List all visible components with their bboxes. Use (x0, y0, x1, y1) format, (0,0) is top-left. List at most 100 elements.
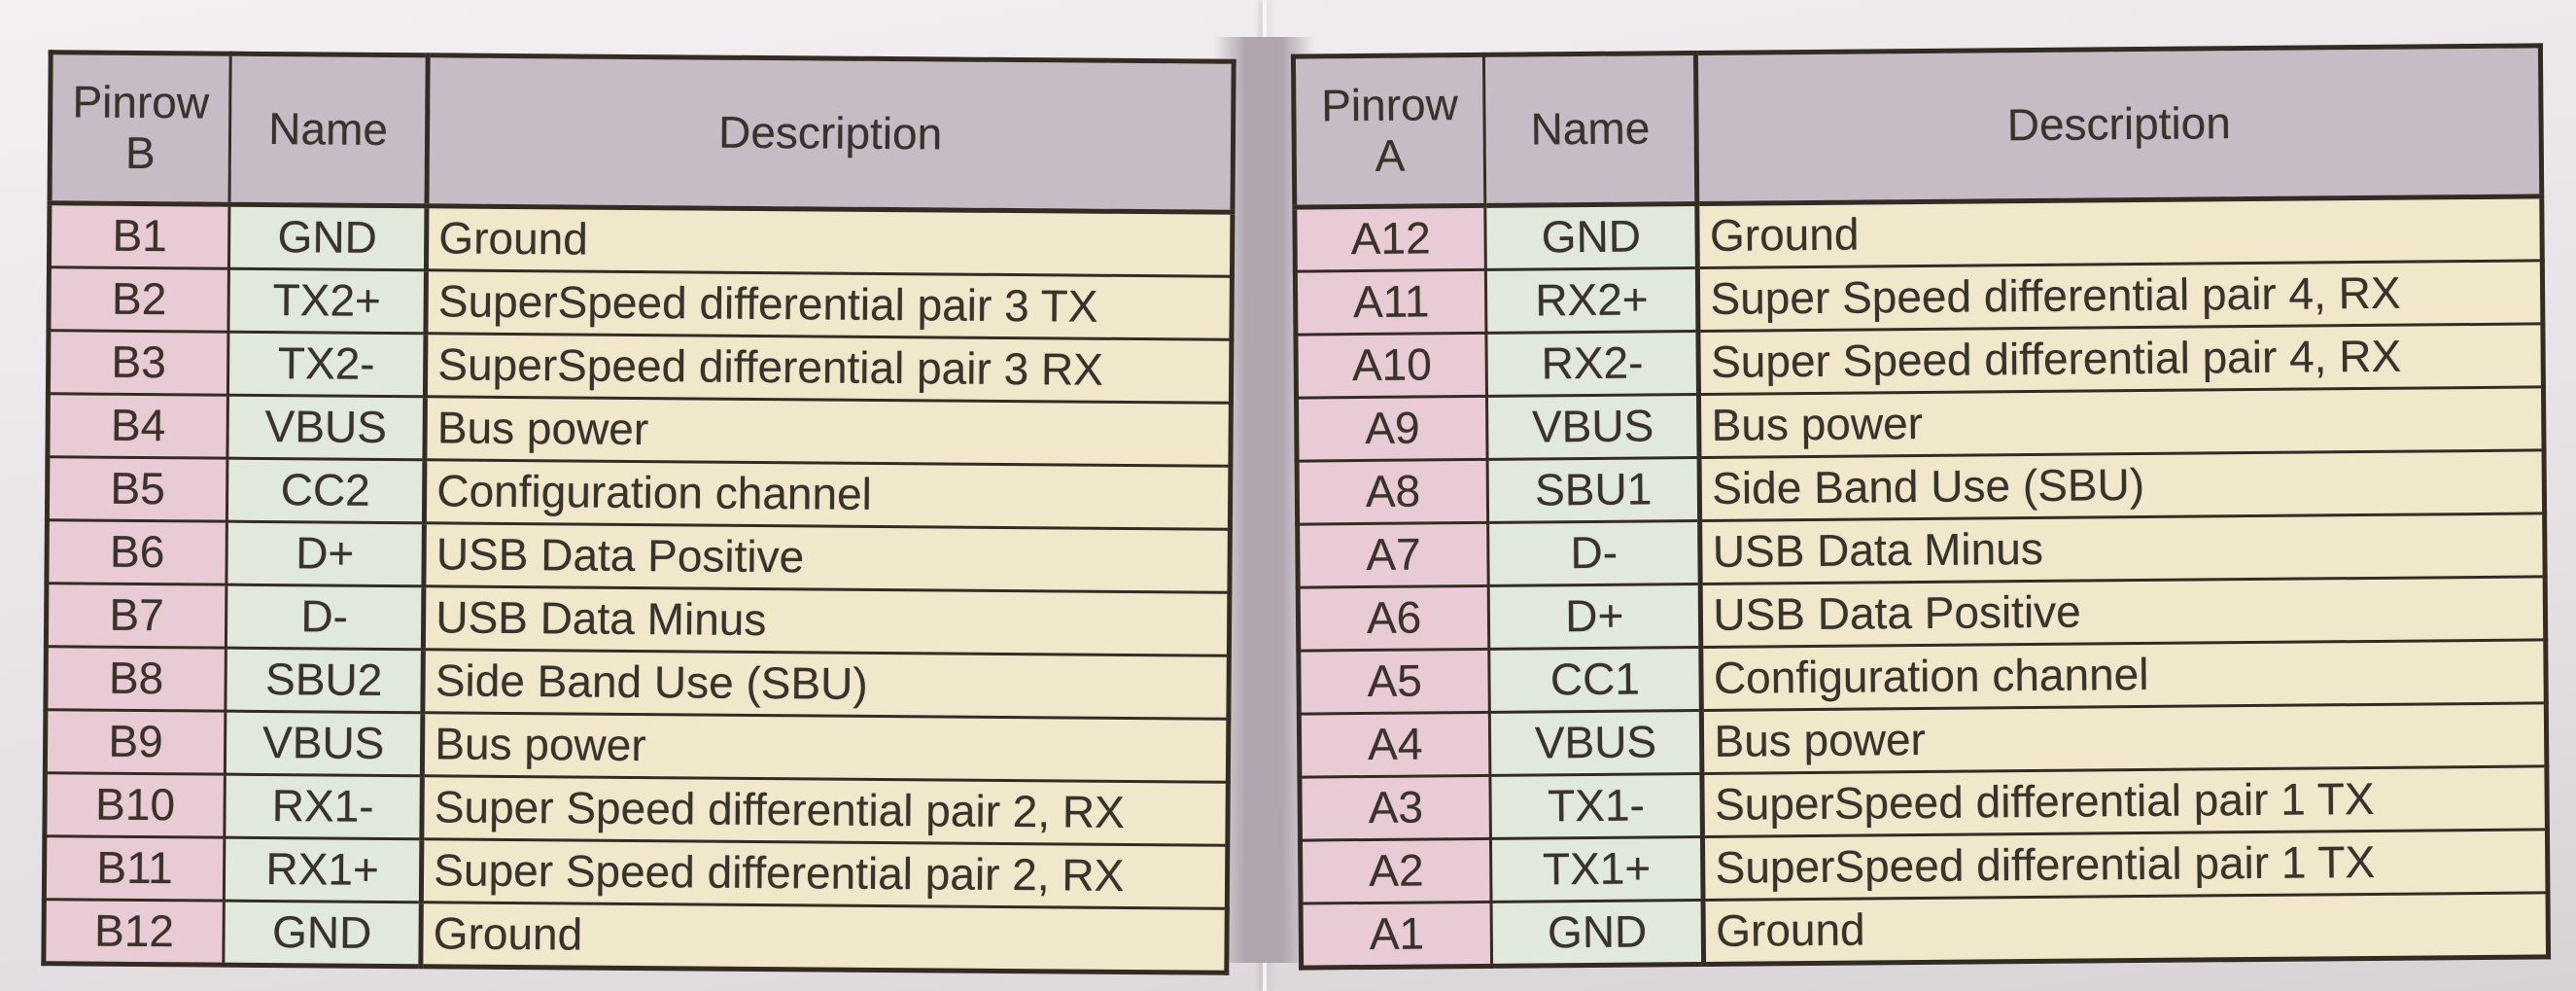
name-cell: D+ (1488, 584, 1702, 650)
description-header: Description (1695, 45, 2542, 204)
pin-cell: B7 (46, 583, 226, 649)
pin-cell: A2 (1300, 838, 1492, 904)
pin-cell: A4 (1299, 712, 1491, 778)
name-cell: D+ (226, 521, 425, 586)
pin-cell: A12 (1294, 205, 1486, 272)
pin-cell: A10 (1295, 333, 1487, 399)
description-cell: Super Speed differential pair 2, RX (421, 838, 1228, 909)
header-row: Pinrow B Name Description (49, 52, 1235, 213)
description-cell: SuperSpeed differential pair 3 RX (425, 333, 1232, 404)
name-cell: RX2+ (1485, 267, 1699, 334)
name-cell: TX2+ (227, 268, 427, 334)
description-cell: Bus power (1701, 702, 2547, 774)
name-cell: TX1+ (1490, 836, 1704, 903)
description-cell: Side Band Use (SBU) (1699, 449, 2545, 521)
name-cell: GND (1491, 900, 1705, 967)
pinrow-a-header: Pinrow A (1293, 54, 1486, 208)
description-header: Description (427, 54, 1235, 213)
description-cell: Ground (426, 205, 1233, 277)
pin-cell: B11 (44, 835, 225, 902)
name-cell: VBUS (225, 711, 424, 776)
pin-cell: B9 (45, 709, 226, 775)
pin-cell: A9 (1296, 396, 1488, 462)
pin-cell: B3 (48, 330, 228, 396)
name-cell: SBU1 (1487, 457, 1701, 523)
name-cell: TX1- (1490, 773, 1703, 839)
name-cell: GND (1485, 203, 1698, 270)
description-cell: Bus power (425, 396, 1232, 467)
description-cell: Super Speed differential pair 4, RX (1697, 260, 2543, 332)
header-row: Pinrow A Name Description (1293, 45, 2542, 208)
description-cell: Ground (1703, 892, 2549, 965)
description-cell: Bus power (422, 712, 1229, 783)
name-cell: TX2- (227, 332, 427, 397)
description-cell: USB Data Positive (424, 522, 1231, 593)
description-cell: Bus power (1698, 386, 2545, 458)
description-cell: Configuration channel (424, 459, 1231, 530)
pin-cell: B1 (49, 202, 229, 269)
pin-cell: A3 (1299, 775, 1491, 841)
name-cell: VBUS (1489, 710, 1703, 776)
description-cell: Super Speed differential pair 2, RX (422, 775, 1229, 846)
name-cell: VBUS (226, 395, 426, 460)
pin-cell: B5 (47, 456, 227, 522)
name-cell: RX2- (1486, 331, 1699, 397)
name-cell: GND (223, 901, 422, 967)
name-header: Name (228, 53, 429, 206)
pin-cell: A6 (1298, 585, 1490, 652)
description-cell: USB Data Minus (1700, 513, 2546, 584)
pin-cell: B12 (43, 899, 225, 966)
description-cell: SuperSpeed differential pair 1 TX (1702, 765, 2548, 837)
description-cell: Configuration channel (1701, 639, 2547, 711)
pin-cell: B10 (44, 772, 226, 838)
name-cell: GND (228, 204, 428, 270)
pin-cell: A7 (1297, 522, 1489, 588)
name-cell: D- (226, 584, 425, 650)
pin-cell: B6 (46, 519, 227, 585)
name-cell: RX1+ (224, 837, 423, 903)
description-cell: SuperSpeed differential pair 3 TX (426, 269, 1233, 340)
name-cell: VBUS (1486, 394, 1700, 460)
pin-cell: A11 (1295, 269, 1487, 336)
pin-cell: B8 (45, 646, 226, 712)
pin-cell: B2 (48, 266, 229, 333)
description-cell: USB Data Positive (1700, 576, 2546, 648)
description-cell: Side Band Use (SBU) (423, 649, 1230, 720)
pinrow-b-header: Pinrow B (49, 52, 231, 205)
description-cell: SuperSpeed differential pair 1 TX (1702, 829, 2548, 901)
pin-cell: A5 (1298, 649, 1490, 715)
pin-cell: A1 (1301, 902, 1492, 969)
name-cell: CC1 (1489, 647, 1702, 713)
name-cell: D- (1487, 520, 1701, 586)
description-cell: Super Speed differential pair 4, RX (1698, 323, 2544, 395)
description-cell: Ground (421, 902, 1228, 973)
name-cell: RX1- (224, 774, 423, 839)
description-cell: USB Data Minus (423, 585, 1230, 656)
